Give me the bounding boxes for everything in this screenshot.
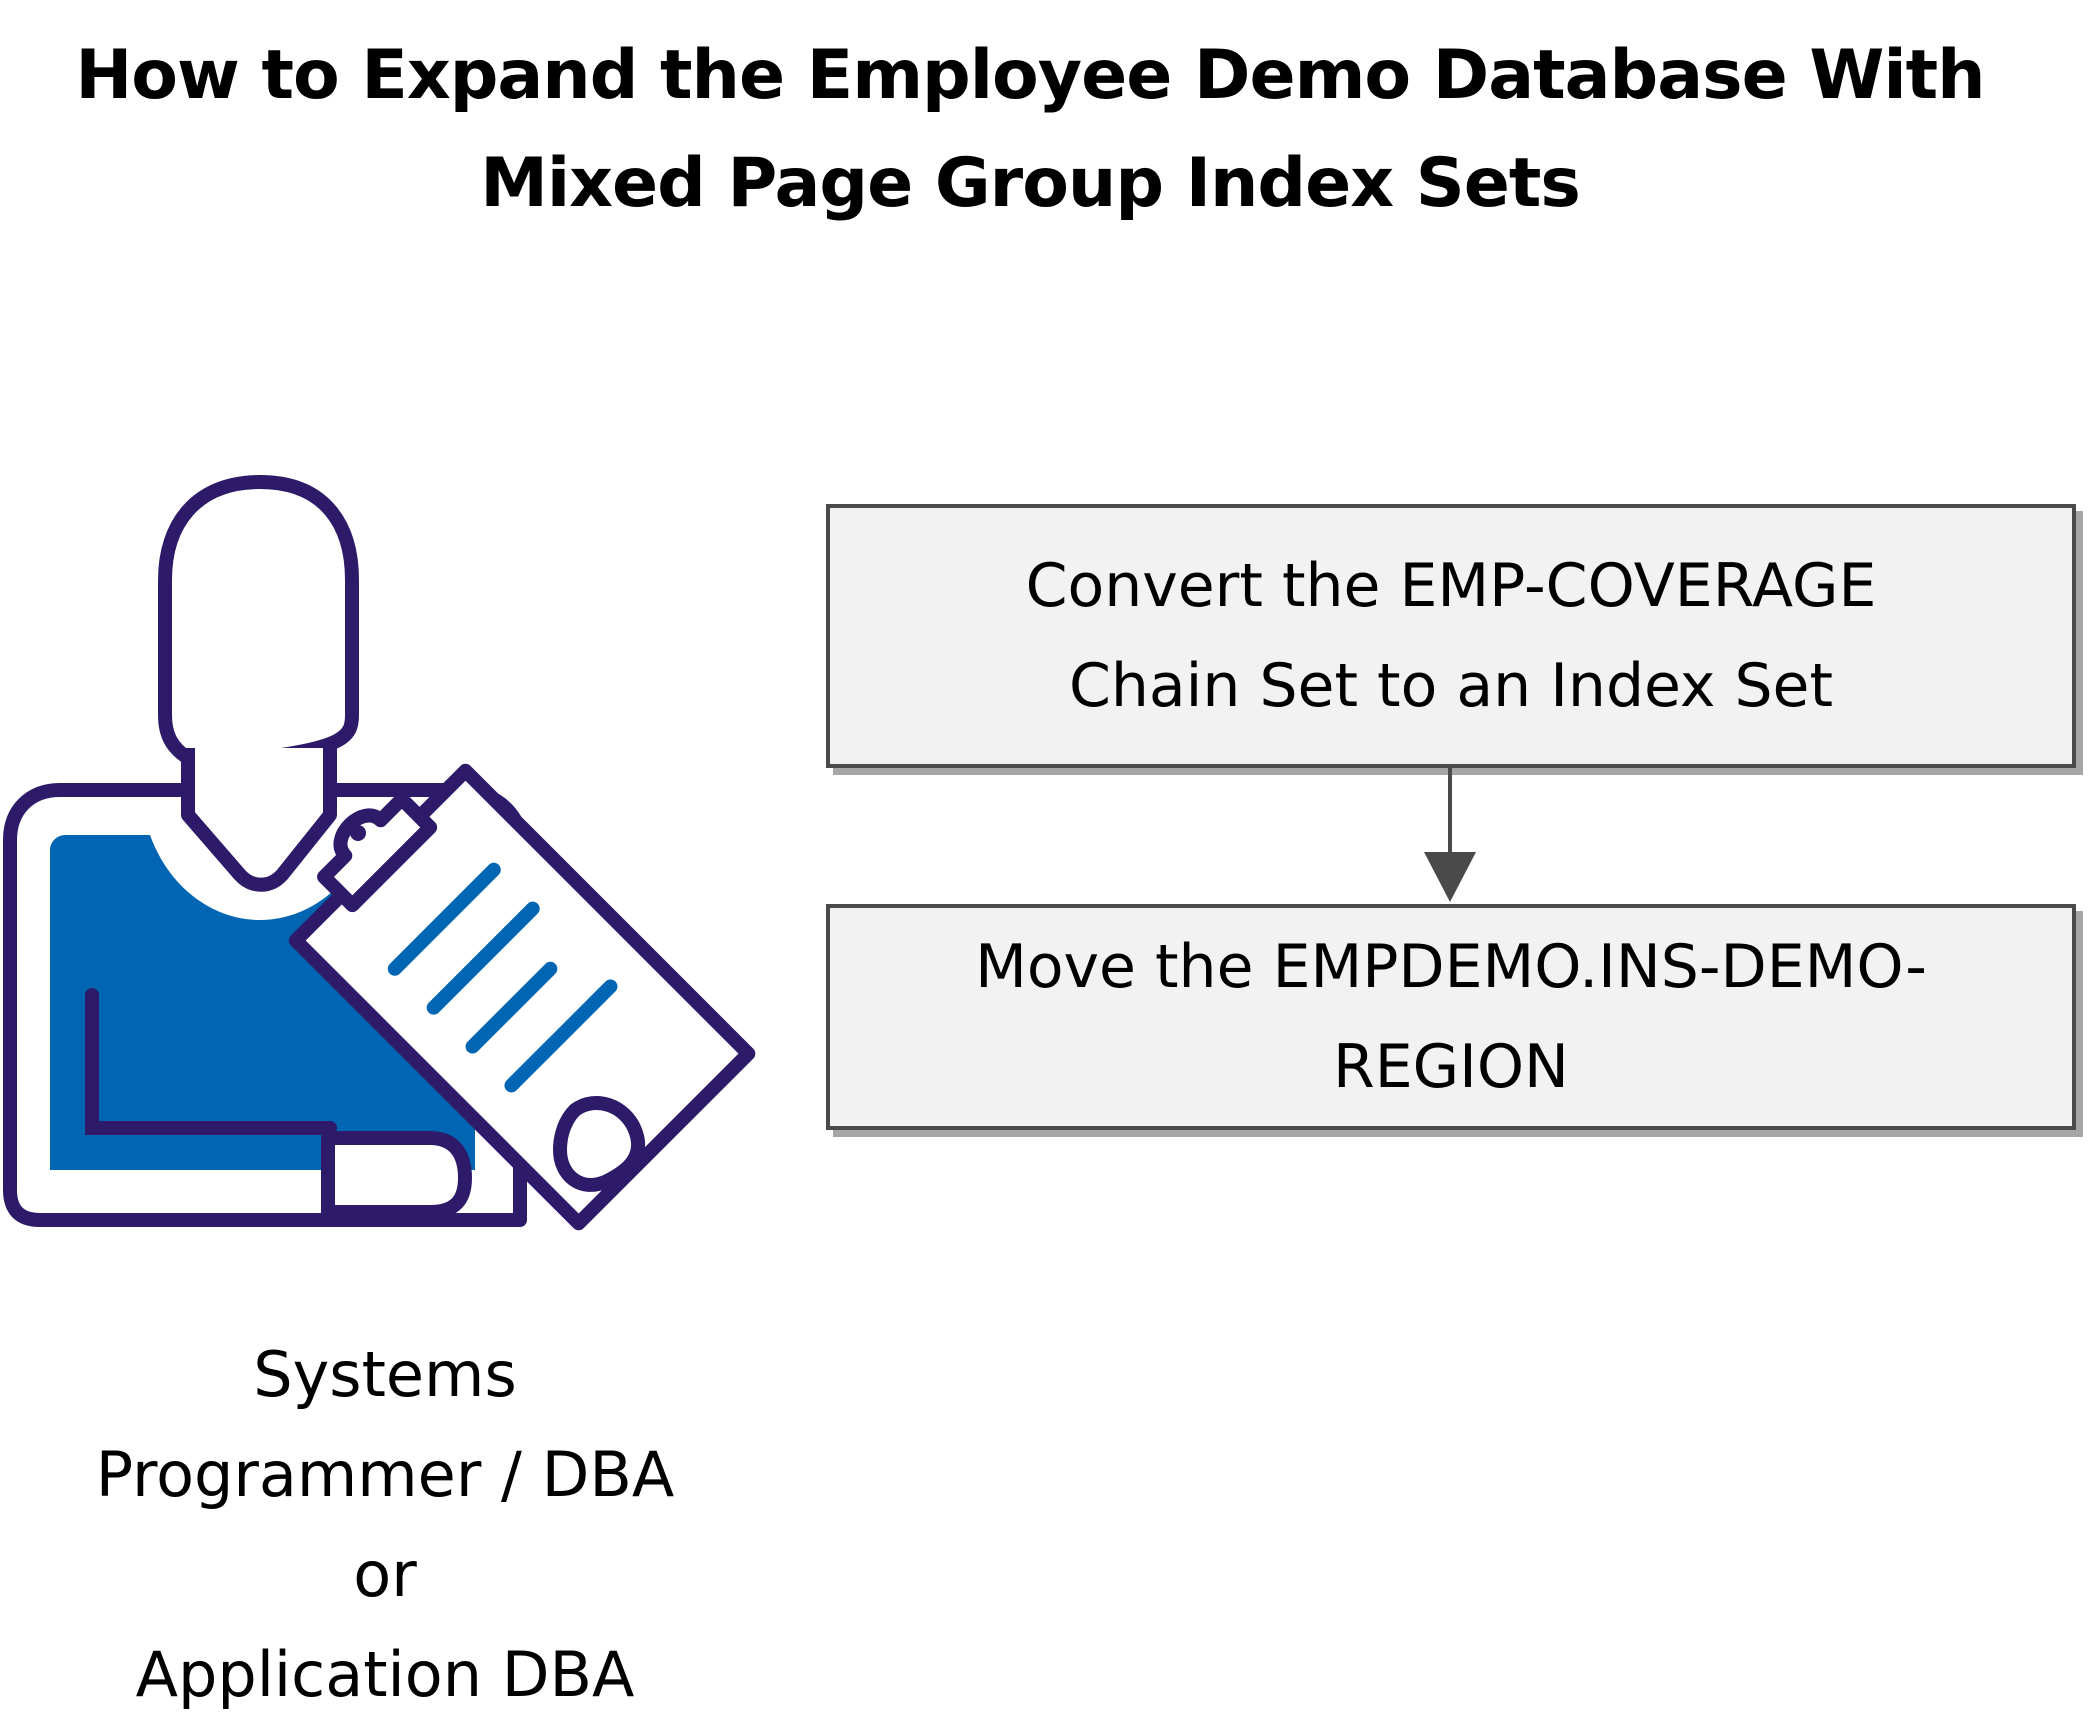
persona-label: Systems Programmer / DBA or Application … bbox=[30, 1325, 740, 1725]
step-1-line-1: Convert the EMP-COVERAGE bbox=[1025, 551, 1877, 621]
step-box-convert-chain-set[interactable]: Convert the EMP-COVERAGE Chain Set to an… bbox=[826, 504, 2076, 768]
step-2-line-1: Move the EMPDEMO.INS-DEMO- bbox=[975, 932, 1927, 1002]
title-line-1: How to Expand the Employee Demo Database… bbox=[75, 36, 1985, 115]
arm-line bbox=[85, 988, 337, 1135]
diagram-title: How to Expand the Employee Demo Database… bbox=[0, 22, 2060, 238]
title-line-2: Mixed Page Group Index Sets bbox=[480, 144, 1581, 223]
persona-label-line-3: or bbox=[353, 1538, 417, 1611]
thumb-shape bbox=[552, 1095, 646, 1192]
step-box-move-region[interactable]: Move the EMPDEMO.INS-DEMO- REGION bbox=[826, 904, 2076, 1130]
persona-label-line-4: Application DBA bbox=[135, 1638, 635, 1711]
step-1-line-2: Chain Set to an Index Set bbox=[1068, 651, 1833, 721]
clipboard bbox=[288, 763, 756, 1231]
person-with-clipboard-icon bbox=[0, 470, 760, 1260]
flow-arrow bbox=[1424, 768, 1476, 902]
head-shape bbox=[158, 474, 359, 765]
step-2-line-2: REGION bbox=[1333, 1032, 1569, 1102]
persona-label-line-1: Systems bbox=[253, 1338, 517, 1411]
persona-label-line-2: Programmer / DBA bbox=[95, 1438, 675, 1511]
hand-shape bbox=[321, 1131, 472, 1219]
